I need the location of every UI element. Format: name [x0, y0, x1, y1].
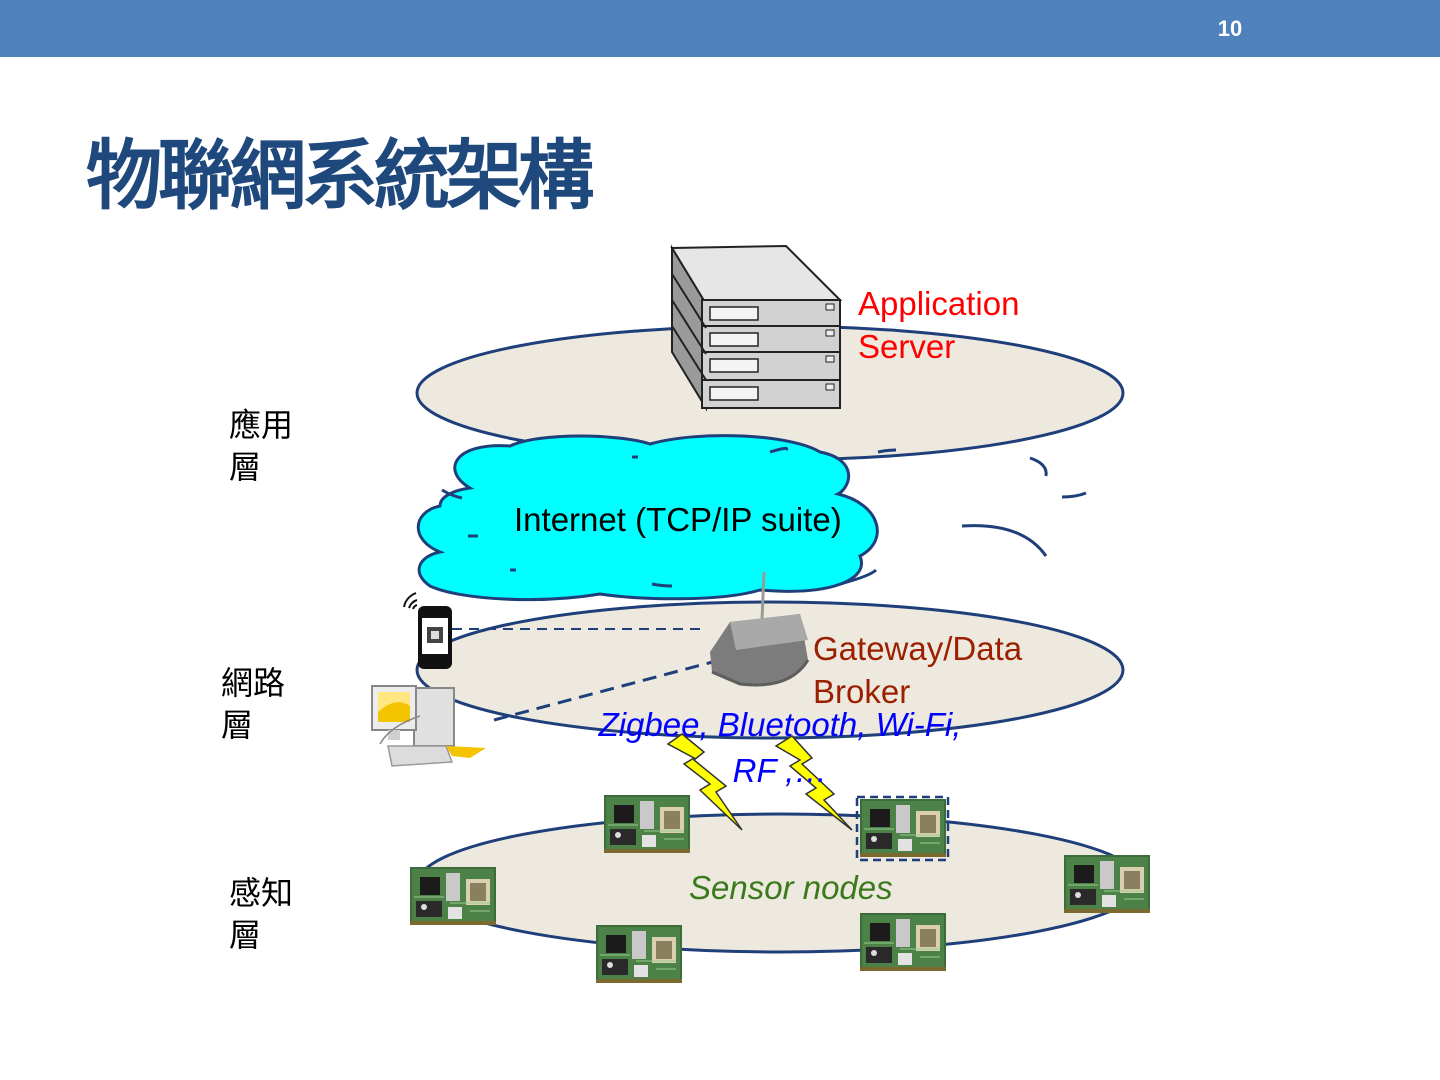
wireless-protocols-label: Zigbee, Bluetooth, Wi-Fi, RF ,… [598, 706, 962, 789]
sensor-board-icon [409, 866, 497, 926]
perception-layer-label: 感知 層 [229, 874, 294, 954]
lightning-icon [774, 735, 853, 831]
selected-sensor-outline [855, 795, 950, 862]
sensor-board-icon [859, 912, 947, 972]
page-number: 10 [1217, 16, 1243, 41]
cloud-icon [416, 434, 879, 602]
smartphone-icon [403, 592, 452, 669]
sensor-nodes-label: Sensor nodes [689, 869, 893, 906]
application-server-label: Application Server [858, 285, 1020, 365]
gateway-label: Gateway/Data Broker [813, 630, 1023, 710]
sensor-board-icon [603, 794, 691, 854]
desktop-computer-icon [371, 685, 486, 767]
network-layer-label: 網路 層 [221, 664, 286, 744]
internet-label: Internet (TCP/IP suite) [514, 501, 842, 538]
sensor-board-icon [1063, 854, 1151, 914]
header-bar [0, 0, 1440, 57]
router-icon [710, 571, 810, 687]
sensor-board-icon [595, 924, 683, 984]
sensor-board-icon [859, 798, 947, 858]
computer-gateway-link [493, 658, 721, 722]
server-stack-icon [670, 244, 843, 412]
slide-title: 物聯網系統架構 [86, 131, 594, 220]
application-layer-label: 應用 層 [229, 406, 294, 486]
lightning-icon [666, 733, 743, 831]
